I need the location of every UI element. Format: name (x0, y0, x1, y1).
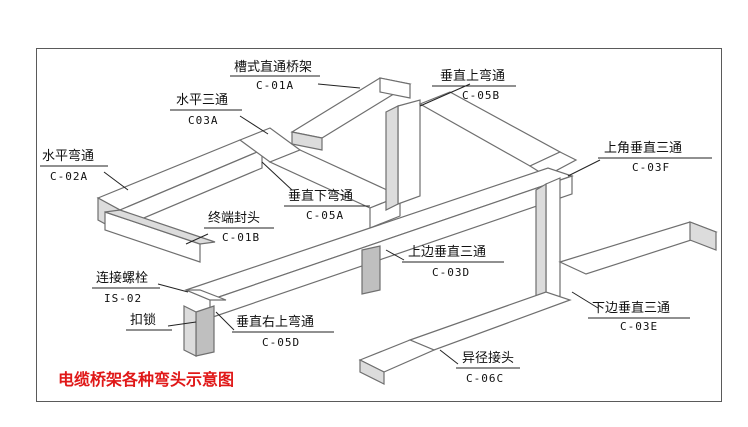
label-code: C03A (188, 114, 219, 127)
tray-riser-side (385, 105, 399, 211)
tray-far-right-end (689, 221, 717, 251)
tray-left-bottom-drop (195, 305, 215, 357)
label-c05d: 垂直右上弯通 C-05D (232, 314, 334, 349)
label-code: C-03D (432, 266, 470, 279)
label-code: C-01B (222, 231, 260, 244)
leader-c01b (185, 233, 209, 245)
leader-c03a (239, 115, 269, 135)
tray-left-bottom-cap (185, 289, 227, 301)
leader-is02 (157, 283, 189, 293)
label-name: 扣锁 (130, 312, 156, 328)
label-code: C-05A (306, 209, 344, 222)
label-c02a: 水平弯通 C-02A (40, 148, 108, 183)
label-c03d: 上边垂直三通 C-03D (402, 245, 504, 279)
tray-reducer-end (359, 359, 385, 385)
label-name: 下边垂直三通 (592, 301, 670, 316)
label-code: IS-02 (104, 292, 142, 305)
leader-lock (167, 321, 197, 327)
label-c05b: 垂直上弯通 C-05B (432, 68, 516, 102)
label-c05a: 垂直下弯通 C-05A (284, 188, 370, 222)
label-name: 水平弯通 (42, 148, 94, 164)
label-code: C-05D (262, 336, 300, 349)
leader-c06c (439, 349, 459, 365)
tray-right-drop (545, 177, 561, 306)
label-c01b: 终端封头 C-01B (204, 210, 274, 244)
label-name: 终端封头 (208, 210, 260, 226)
tray-right-drop-side (535, 182, 547, 306)
label-code: C-01A (256, 79, 294, 92)
label-name: 垂直上弯通 (440, 68, 505, 84)
tray-right-upper (418, 91, 562, 167)
tray-top-cap (379, 77, 411, 99)
leader-c05d (215, 311, 235, 331)
tray-riser (397, 99, 421, 205)
leader-c03e (571, 291, 599, 309)
label-name: 异径接头 (462, 350, 514, 366)
label-code: C-03F (632, 161, 670, 174)
label-c01a: 槽式直通桥架 C-01A (230, 60, 320, 92)
label-name: 上角垂直三通 (604, 141, 682, 156)
label-code: C-02A (50, 170, 88, 183)
leader-c03f (567, 159, 601, 177)
label-c03a: 水平三通 C03A (170, 93, 242, 127)
label-name: 水平三通 (176, 93, 228, 108)
label-name: 垂直右上弯通 (236, 314, 314, 330)
label-name: 连接螺栓 (96, 270, 148, 286)
label-code: C-05B (462, 89, 500, 102)
leader-c05a (261, 161, 293, 191)
label-code: C-03E (620, 320, 658, 333)
tray-left-lower-top (104, 209, 216, 245)
label-c03f: 上角垂直三通 C-03F (598, 141, 712, 174)
leader-c05b (419, 83, 471, 107)
tray-lower (408, 291, 572, 351)
label-name: 上边垂直三通 (408, 245, 486, 260)
tray-left-bottom-side (183, 305, 197, 357)
label-name: 垂直下弯通 (288, 188, 353, 204)
label-name: 槽式直通桥架 (234, 60, 312, 75)
label-c03e: 下边垂直三通 C-03E (588, 301, 690, 333)
tray-down-mid (361, 245, 381, 295)
leader-c03d (385, 249, 405, 261)
tray-top-end (291, 131, 323, 151)
label-lock: 扣锁 (126, 312, 172, 331)
label-c06c: 异径接头 C-06C (456, 350, 520, 385)
tray-drawing (96, 77, 718, 385)
diagram-caption: 电缆桥架各种弯头示意图 (58, 370, 234, 389)
leader-c01a (317, 83, 361, 89)
leader-c02a (103, 171, 129, 191)
leader-lines (103, 83, 601, 365)
label-is02: 连接螺栓 IS-02 (92, 270, 160, 305)
label-code: C-06C (466, 372, 504, 385)
